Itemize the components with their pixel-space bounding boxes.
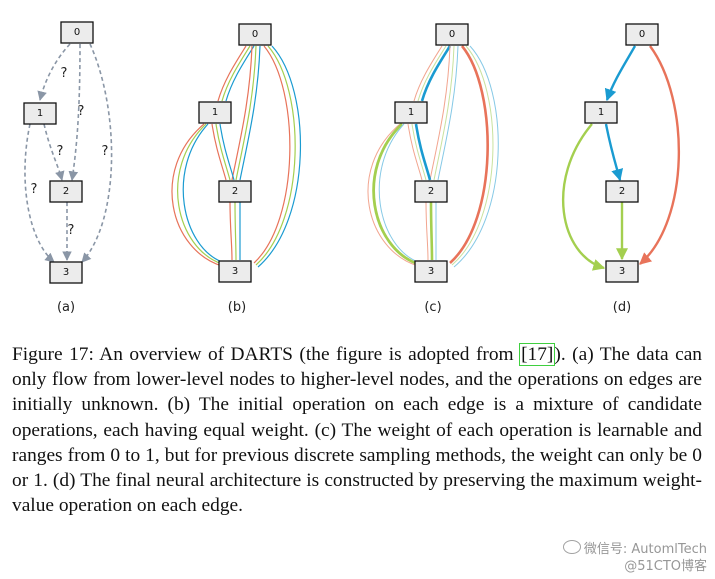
node-2: 2 — [605, 180, 639, 203]
svg-text:0: 0 — [639, 29, 645, 40]
edge-0-3-op2 — [255, 45, 296, 266]
edge-0-2-op2 — [235, 45, 257, 181]
svg-text:2: 2 — [619, 186, 625, 197]
node-3: 3 — [218, 260, 252, 283]
svg-text:1: 1 — [212, 107, 218, 118]
svg-text:1: 1 — [598, 107, 604, 118]
edge-label-1-2: ? — [57, 144, 64, 159]
edge-0-1-op2 — [417, 45, 447, 102]
edge-2-3-op1 — [229, 201, 233, 261]
edge-0-1-op1 — [217, 45, 247, 102]
edge-0-3-op2 — [451, 45, 494, 266]
edge-0-3-op1 — [253, 45, 291, 264]
edge-1-2-op1 — [211, 123, 227, 181]
node-0: 0 — [238, 23, 272, 46]
node-1: 1 — [23, 102, 57, 125]
caption-prefix: Figure 17: An overview of DARTS (the fig… — [12, 344, 521, 365]
svg-text:0: 0 — [252, 29, 258, 40]
edge-0-2 — [68, 43, 81, 181]
watermark-line-2: @51CTO博客 — [624, 559, 707, 574]
edge-label-0-2: ? — [78, 104, 85, 119]
panel-label-a: (a) — [57, 300, 75, 315]
svg-text:3: 3 — [428, 266, 434, 277]
figure-caption: Figure 17: An overview of DARTS (the fig… — [12, 342, 702, 518]
svg-text:0: 0 — [449, 29, 455, 40]
edge-label-2-3: ? — [68, 223, 75, 238]
node-1: 1 — [394, 101, 428, 124]
watermark: 微信号: AutomlTech @51CTO博客 — [562, 540, 707, 575]
node-3: 3 — [605, 260, 639, 283]
node-3: 3 — [414, 260, 448, 283]
edge-1-3-op3 — [182, 123, 223, 263]
svg-text:2: 2 — [428, 186, 434, 197]
watermark-line-1: 微信号: AutomlTech — [562, 540, 707, 558]
edge-1-2-op1 — [407, 123, 423, 181]
edge-0-3-op3 — [257, 45, 302, 268]
panel-label-c: (c) — [424, 300, 441, 315]
node-0: 0 — [435, 23, 469, 46]
edge-1-2 — [604, 123, 624, 182]
edge-1-3-op2 — [177, 123, 223, 265]
edge-0-1-op2 — [221, 45, 251, 102]
edge-2-3-op2 — [234, 201, 237, 261]
edge-1-3-op1 — [367, 123, 419, 267]
edge-0-2-op3 — [239, 45, 261, 181]
edge-0-2-op2 — [433, 45, 455, 181]
panel-label-b: (b) — [228, 300, 246, 315]
node-0: 0 — [60, 21, 94, 44]
edge-1-3 — [561, 123, 606, 271]
edge-0-2-op1 — [231, 45, 253, 181]
node-0: 0 — [625, 23, 659, 46]
svg-text:2: 2 — [63, 186, 69, 197]
edge-0-3-op3 — [453, 45, 499, 268]
edge-0-1-op1 — [413, 45, 443, 102]
edge-0-2-op3 — [437, 45, 459, 181]
panel-d: 0 1 2 3 (d) — [561, 23, 680, 315]
node-1: 1 — [198, 101, 232, 124]
edge-1-2-op2 — [215, 123, 231, 181]
svg-text:1: 1 — [37, 108, 43, 119]
edge-label-0-1: ? — [61, 66, 68, 81]
edge-0-1-op3 — [420, 45, 452, 102]
node-2: 2 — [414, 180, 448, 203]
edge-label-0-3: ? — [102, 144, 109, 159]
svg-text:3: 3 — [63, 267, 69, 278]
panel-c: 0 1 2 3 (c) — [367, 23, 499, 315]
edge-0-1 — [604, 45, 637, 102]
node-2: 2 — [218, 180, 252, 203]
edge-2-3-op2 — [429, 201, 434, 261]
citation-link[interactable]: [17] — [519, 343, 556, 366]
edge-0-3 — [639, 45, 680, 265]
node-2: 2 — [49, 180, 83, 203]
edge-1-2-op3 — [414, 123, 432, 181]
panel-b: 0 1 2 3 (b) — [171, 23, 302, 315]
wechat-icon — [562, 540, 581, 554]
caption-body: ). (a) The data can only flow from lower… — [12, 344, 702, 517]
svg-text:3: 3 — [619, 266, 625, 277]
panel-a: ? ? ? ? ? ? 0 1 2 3 (a) — [23, 21, 113, 315]
node-1: 1 — [584, 101, 618, 124]
edge-0-1 — [37, 43, 71, 101]
edge-0-3 — [81, 43, 113, 263]
edge-0-2-op1 — [429, 45, 451, 181]
svg-text:0: 0 — [74, 27, 80, 38]
edge-1-3-op1 — [171, 123, 223, 267]
darts-figure: ? ? ? ? ? ? 0 1 2 3 (a) — [23, 21, 680, 315]
edge-1-3-op2 — [372, 122, 419, 266]
svg-text:3: 3 — [232, 266, 238, 277]
svg-text:2: 2 — [232, 186, 238, 197]
edge-1-2-op2 — [411, 123, 427, 181]
svg-text:1: 1 — [408, 107, 414, 118]
node-3: 3 — [49, 261, 83, 284]
edge-2-3-op1 — [425, 201, 429, 261]
edge-1-2-op3 — [219, 123, 235, 181]
edge-label-1-3: ? — [31, 182, 38, 197]
edge-0-3-op1 — [449, 45, 489, 264]
edge-1-3-op3 — [378, 123, 419, 263]
panel-label-d: (d) — [613, 300, 631, 315]
